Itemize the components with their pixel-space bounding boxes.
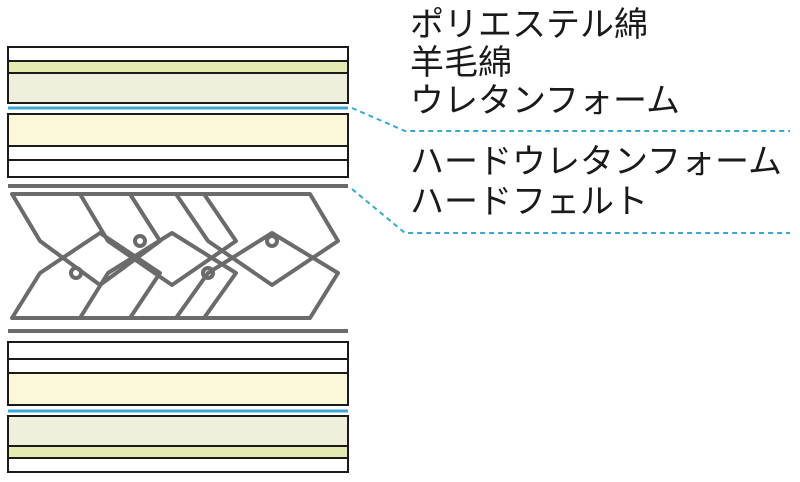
top-urethane-layer [7,113,349,147]
top-felt-band [7,60,349,74]
spring-knot [133,234,147,248]
label-hard-urethane-foam: ハードウレタンフォーム [410,142,782,182]
upper-group-leader [351,107,790,132]
bottom-padding-layers [7,341,349,473]
bottom-hard-felt-layer [7,341,349,360]
lower-group-leader [351,188,790,234]
bottom-urethane-layer [7,372,349,406]
leader-lines [351,107,790,234]
label-wool-cotton: 羊毛綿 [410,43,512,83]
bottom-wool-layer [7,415,349,447]
spring-knot [69,266,83,280]
top-hard-urethane-layer [7,145,349,161]
spring-knot [201,266,215,280]
label-urethane-foam: ウレタンフォーム [410,81,680,121]
label-hard-felt: ハードフェルト [410,182,648,222]
top-hard-felt-layer [7,159,349,178]
top-padding-layers [7,46,349,178]
label-polyester-cotton: ポリエステル綿 [410,5,648,45]
bottom-felt-band [7,445,349,459]
top-wool-layer [7,72,349,104]
bottom-hard-urethane-layer [7,358,349,374]
spring-coil [174,231,340,320]
top-polyester-layer [7,46,349,62]
spring-unit [8,184,348,333]
spring-coil [174,192,340,287]
spring-knot [265,234,279,248]
bottom-polyester-layer [7,457,349,473]
